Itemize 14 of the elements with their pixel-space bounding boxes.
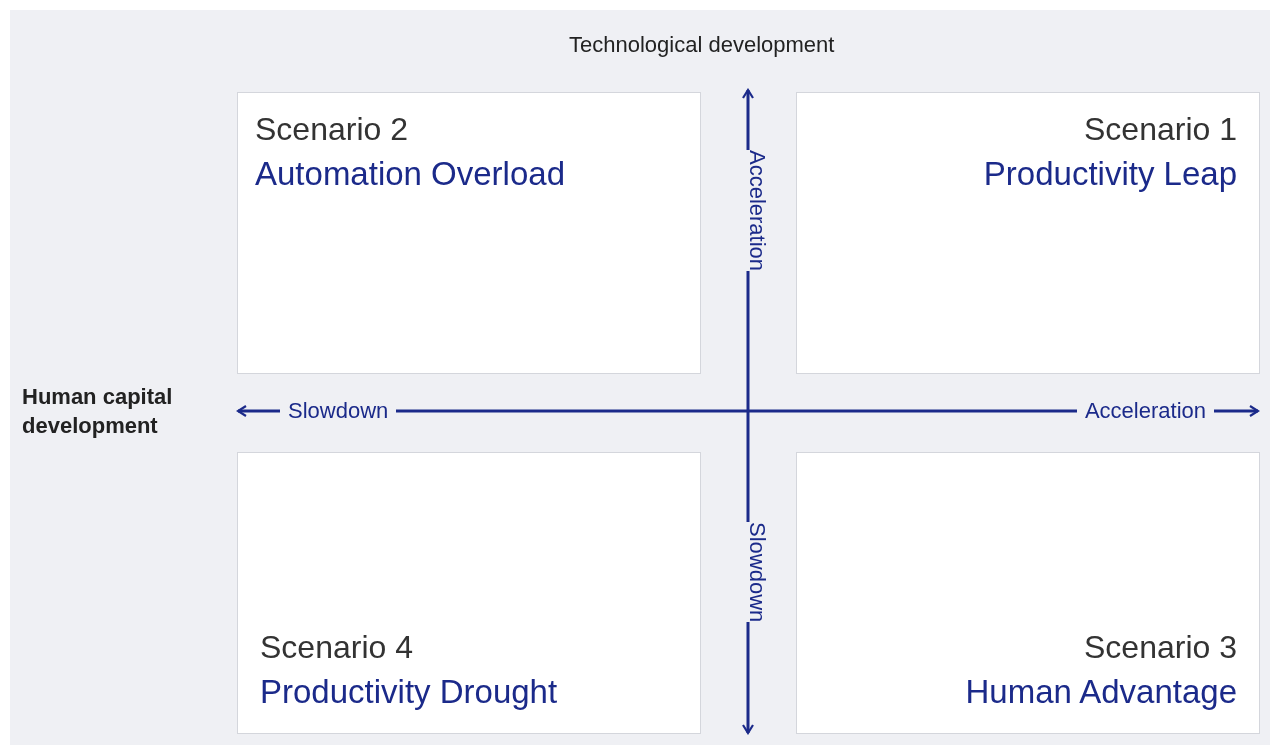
scenario-number: Scenario 4 [260,628,413,667]
scenario-number: Scenario 3 [1084,628,1237,667]
axis-title: Human capital development [22,383,174,440]
scenario-name: Human Advantage [965,672,1237,712]
scenario-number: Scenario 1 [1084,110,1237,149]
scenario-box [796,92,1260,374]
scenario-box [237,92,701,374]
scenario-box [796,452,1260,734]
scenario-box [237,452,701,734]
axis-title: Technological development [569,31,835,59]
scenario-name: Automation Overload [255,154,565,194]
scenario-name: Productivity Drought [260,672,558,712]
scenario-name: Productivity Leap [983,154,1237,194]
scenario-number: Scenario 2 [255,110,408,149]
